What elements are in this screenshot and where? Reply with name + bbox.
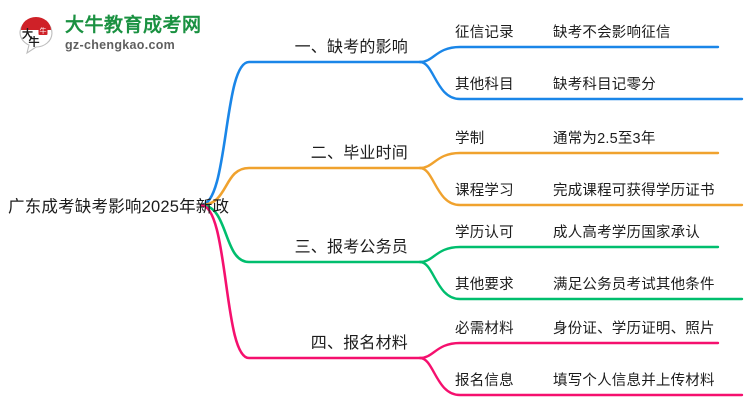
leaf-key-2-1: 学制 bbox=[455, 131, 485, 147]
leaf-key-1-1: 征信记录 bbox=[455, 25, 514, 41]
leaf-value-1-2: 缺考科目记零分 bbox=[553, 77, 656, 93]
sub-branch-4-1 bbox=[418, 341, 720, 360]
sub-branch-4-2 bbox=[418, 356, 744, 397]
branch-trunk-3 bbox=[199, 203, 422, 264]
leaf-key-4-2: 报名信息 bbox=[455, 373, 514, 389]
branch-label-3: 三、报考公务员 bbox=[294, 239, 408, 256]
leaf-key-1-2: 其他科目 bbox=[455, 77, 514, 93]
leaf-key-3-1: 学历认可 bbox=[455, 225, 514, 241]
logo-subtitle: gz-chengkao.com bbox=[65, 38, 176, 53]
sub-branch-3-1 bbox=[418, 245, 720, 264]
branch-trunk-1 bbox=[199, 60, 422, 207]
leaf-value-1-1: 缺考不会影响征信 bbox=[553, 25, 671, 41]
sub-branch-2-2 bbox=[418, 166, 744, 207]
bull-logo-icon: 牛 大 牛 bbox=[14, 12, 58, 56]
logo-title: 大牛教育成考网 bbox=[65, 15, 202, 37]
branch-trunk-2 bbox=[199, 166, 422, 207]
branch-label-4: 四、报名材料 bbox=[310, 335, 408, 352]
leaf-key-2-2: 课程学习 bbox=[455, 183, 514, 199]
leaf-value-4-2: 填写个人信息并上传材料 bbox=[553, 373, 715, 389]
root-node-label: 广东成考缺考影响2025年新政 bbox=[8, 198, 230, 216]
leaf-key-4-1: 必需材料 bbox=[455, 321, 514, 337]
leaf-value-3-2: 满足公务员考试其他条件 bbox=[553, 277, 715, 293]
logo-text: 大牛教育成考网 gz-chengkao.com bbox=[65, 16, 202, 52]
leaf-value-3-1: 成人高考学历国家承认 bbox=[553, 225, 700, 241]
site-logo: 牛 大 牛 大牛教育成考网 gz-chengkao.com bbox=[14, 8, 224, 60]
svg-text:牛: 牛 bbox=[29, 35, 40, 49]
leaf-value-2-2: 完成课程可获得学历证书 bbox=[553, 183, 715, 199]
branch-trunk-4 bbox=[199, 203, 422, 360]
branch-label-1: 一、缺考的影响 bbox=[294, 39, 408, 56]
sub-branch-2-1 bbox=[418, 151, 720, 170]
sub-branch-3-2 bbox=[418, 260, 744, 301]
branch-label-2: 二、毕业时间 bbox=[310, 145, 408, 162]
leaf-value-4-1: 身份证、学历证明、照片 bbox=[553, 321, 715, 337]
svg-text:大: 大 bbox=[22, 27, 33, 41]
sub-branch-1-2 bbox=[418, 60, 744, 101]
leaf-key-3-2: 其他要求 bbox=[455, 277, 514, 293]
svg-text:牛: 牛 bbox=[40, 26, 47, 35]
leaf-value-2-1: 通常为2.5至3年 bbox=[553, 131, 656, 147]
sub-branch-1-1 bbox=[418, 45, 720, 64]
